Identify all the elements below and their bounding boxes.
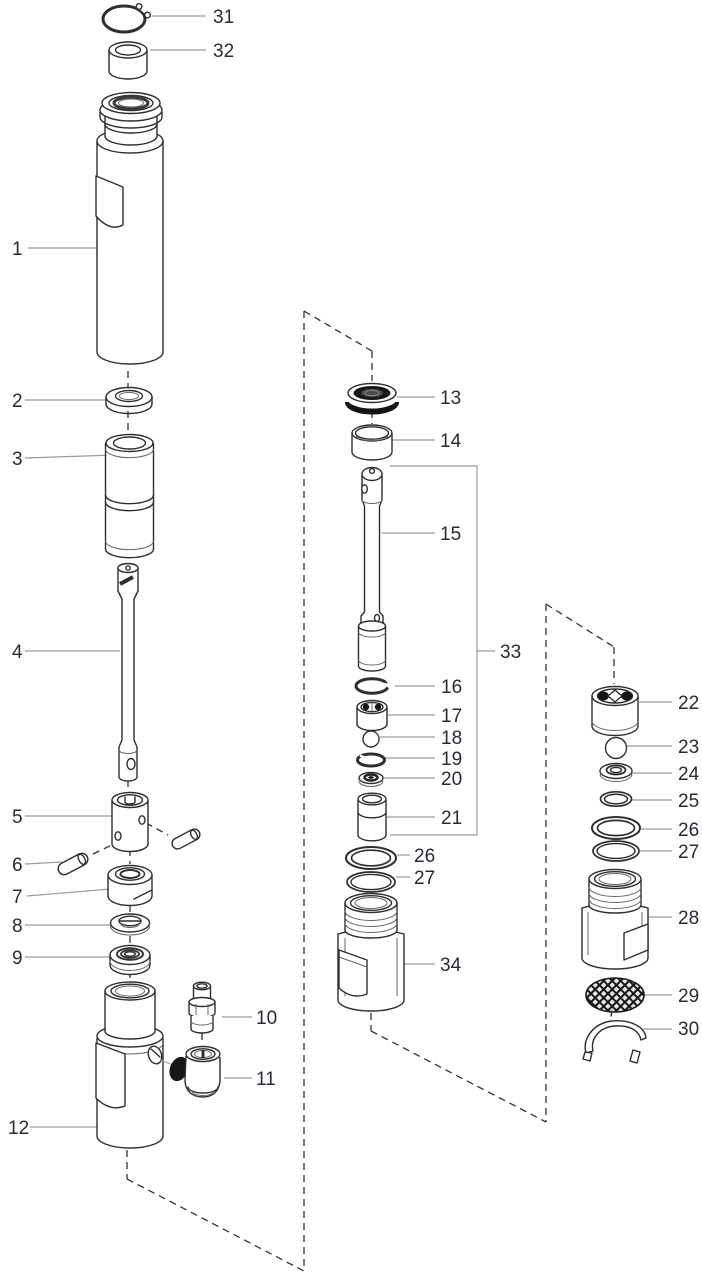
label-17: 17 bbox=[441, 706, 462, 727]
part-32-bushing bbox=[108, 41, 148, 80]
part-24-ball-seat bbox=[599, 762, 633, 782]
label-7: 7 bbox=[12, 887, 23, 908]
label-6: 6 bbox=[12, 855, 23, 876]
part-17-ball-cage-small bbox=[356, 699, 388, 732]
label-11: 11 bbox=[256, 1069, 276, 1090]
label-15: 15 bbox=[440, 524, 461, 545]
part-12-lower-pump-body bbox=[95, 981, 187, 1149]
part-20-seal-washer bbox=[358, 771, 384, 787]
part-31-retaining-ring bbox=[101, 0, 154, 34]
label-32: 32 bbox=[213, 41, 234, 62]
part-9-threaded-seal bbox=[109, 944, 151, 976]
leader-lines bbox=[24, 15, 672, 1128]
part-3-cylinder-sleeve bbox=[104, 433, 155, 559]
label-8: 8 bbox=[12, 916, 23, 937]
labels: 1 2 3 4 5 6 7 8 9 10 11 12 13 14 15 16 1… bbox=[8, 7, 700, 1139]
part-13-piston-seal bbox=[345, 382, 399, 415]
part-27-o-ring-right bbox=[592, 840, 640, 862]
bracket-33 bbox=[390, 465, 495, 836]
label-12: 12 bbox=[8, 1118, 29, 1139]
label-28: 28 bbox=[678, 908, 699, 929]
label-33: 33 bbox=[500, 642, 521, 663]
label-4: 4 bbox=[12, 642, 23, 663]
label-21: 21 bbox=[441, 808, 462, 829]
label-24: 24 bbox=[678, 764, 700, 785]
label-27-mid: 27 bbox=[414, 868, 435, 889]
part-15-piston-valve-rod bbox=[357, 466, 387, 672]
part-1-upper-cylinder bbox=[95, 91, 164, 365]
part-26-o-ring-large-mid bbox=[345, 846, 397, 870]
label-26-right: 26 bbox=[678, 820, 699, 841]
label-10: 10 bbox=[256, 1008, 277, 1029]
label-3: 3 bbox=[12, 449, 23, 470]
part-5-rod-coupler bbox=[111, 791, 149, 853]
label-13: 13 bbox=[440, 388, 461, 409]
part-26-o-ring-large-right bbox=[591, 816, 641, 840]
part-14-seal-cup bbox=[351, 424, 393, 461]
part-16-snap-ring bbox=[354, 677, 395, 695]
label-27-right: 27 bbox=[678, 842, 699, 863]
part-18-ball-small bbox=[362, 730, 380, 748]
pin-left bbox=[57, 852, 89, 876]
label-23: 23 bbox=[678, 737, 699, 758]
part-7-packing-nut bbox=[107, 864, 153, 907]
part-28-inlet-housing bbox=[581, 868, 649, 970]
part-4-piston-rod bbox=[117, 562, 139, 782]
part-6-dowel-pins bbox=[57, 828, 201, 876]
label-19: 19 bbox=[441, 749, 462, 770]
part-25-o-ring bbox=[599, 790, 633, 808]
part-30-screen-clip bbox=[582, 1020, 647, 1064]
label-25: 25 bbox=[678, 791, 699, 812]
part-23-ball-large bbox=[604, 736, 628, 760]
label-2: 2 bbox=[12, 391, 23, 412]
label-30: 30 bbox=[678, 1019, 699, 1040]
label-20: 20 bbox=[441, 769, 462, 790]
part-11-elbow-drain-valve bbox=[169, 1045, 221, 1098]
label-9: 9 bbox=[12, 948, 23, 969]
part-10-valve-fitting bbox=[188, 981, 216, 1034]
label-1: 1 bbox=[12, 239, 23, 260]
part-27-o-ring-mid bbox=[346, 871, 396, 893]
part-2-seal-ring bbox=[105, 386, 153, 415]
label-31: 31 bbox=[213, 7, 234, 28]
label-22: 22 bbox=[678, 693, 699, 714]
label-18: 18 bbox=[441, 728, 462, 749]
part-22-ball-cage-large bbox=[591, 685, 639, 737]
label-26-mid: 26 bbox=[414, 846, 435, 867]
label-34: 34 bbox=[440, 955, 462, 976]
part-8-washer bbox=[109, 913, 151, 936]
label-14: 14 bbox=[440, 431, 462, 452]
pin-right bbox=[171, 828, 201, 850]
part-21-valve-seat bbox=[357, 792, 387, 842]
label-5: 5 bbox=[12, 807, 23, 828]
part-19-o-ring-small bbox=[356, 752, 386, 768]
label-16: 16 bbox=[441, 677, 462, 698]
label-29: 29 bbox=[678, 986, 699, 1007]
part-29-inlet-screen bbox=[585, 977, 645, 1017]
part-34-foot-valve-housing bbox=[337, 892, 405, 1012]
